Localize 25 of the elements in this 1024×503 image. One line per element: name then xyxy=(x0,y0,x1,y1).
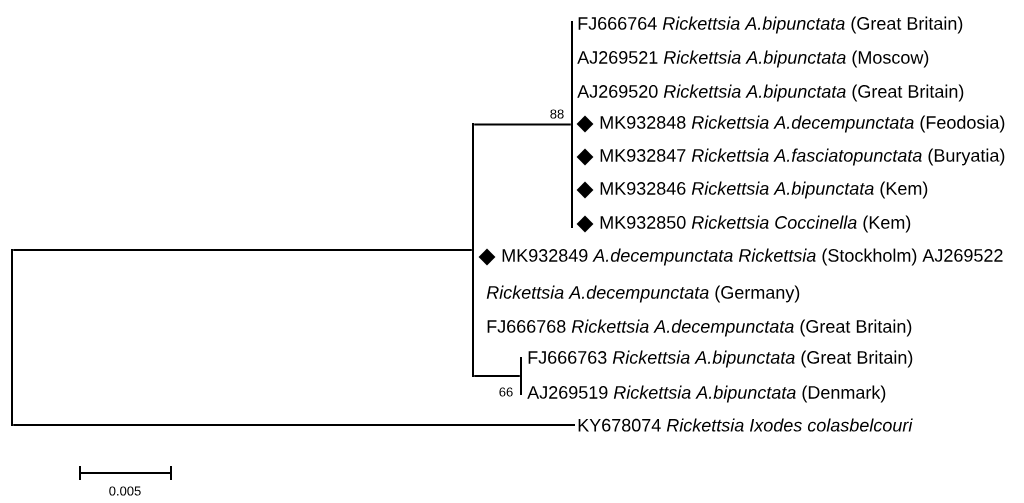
taxon-label: FJ666763 Rickettsia A.bipunctata (Great Britain) xyxy=(528,350,913,368)
diamond-marker xyxy=(478,248,496,266)
taxon-label: AJ269521 Rickettsia A.bipunctata (Moscow) xyxy=(577,50,929,68)
taxon-label: FJ666768 Rickettsia A.decempunctata (Great Britain) xyxy=(487,319,912,337)
taxon-label: AJ269520 Rickettsia A.bipunctata (Great Britain) xyxy=(577,84,964,102)
taxon-label: MK932850 Rickettsia Coccinella (Kem) xyxy=(600,215,911,233)
branch-line xyxy=(12,424,576,426)
taxon-label: MK932849 A.decempunctata Rickettsia (Stockholm) AJ269522 xyxy=(502,248,1003,266)
diamond-marker xyxy=(576,115,594,133)
branch-line xyxy=(473,375,521,377)
bootstrap-value: 66 xyxy=(499,387,513,397)
bootstrap-value: 88 xyxy=(550,109,564,119)
diamond-marker xyxy=(576,181,594,199)
branch-line xyxy=(473,123,572,126)
taxon-label: MK932846 Rickettsia A.bipunctata (Kem) xyxy=(600,181,928,199)
diamond-marker xyxy=(576,215,594,233)
taxon-label: MK932848 Rickettsia A.decempunctata (Feodosia) xyxy=(600,115,1005,133)
branch-line xyxy=(12,249,473,251)
taxon-label: FJ666764 Rickettsia A.bipunctata (Great Britain) xyxy=(578,16,963,34)
taxon-label: KY678074 Rickettsia Ixodes colasbelcouri xyxy=(578,418,913,432)
scale-label: 0.005 xyxy=(109,486,141,496)
taxon-label: Rickettsia A.decempunctata (Germany) xyxy=(486,285,800,303)
taxon-label: MK932847 Rickettsia A.fasciatopunctata (Buryatia) xyxy=(600,148,1005,166)
diamond-marker xyxy=(576,148,594,166)
taxon-label: AJ269519 Rickettsia A.bipunctata (Denmark) xyxy=(527,385,886,403)
